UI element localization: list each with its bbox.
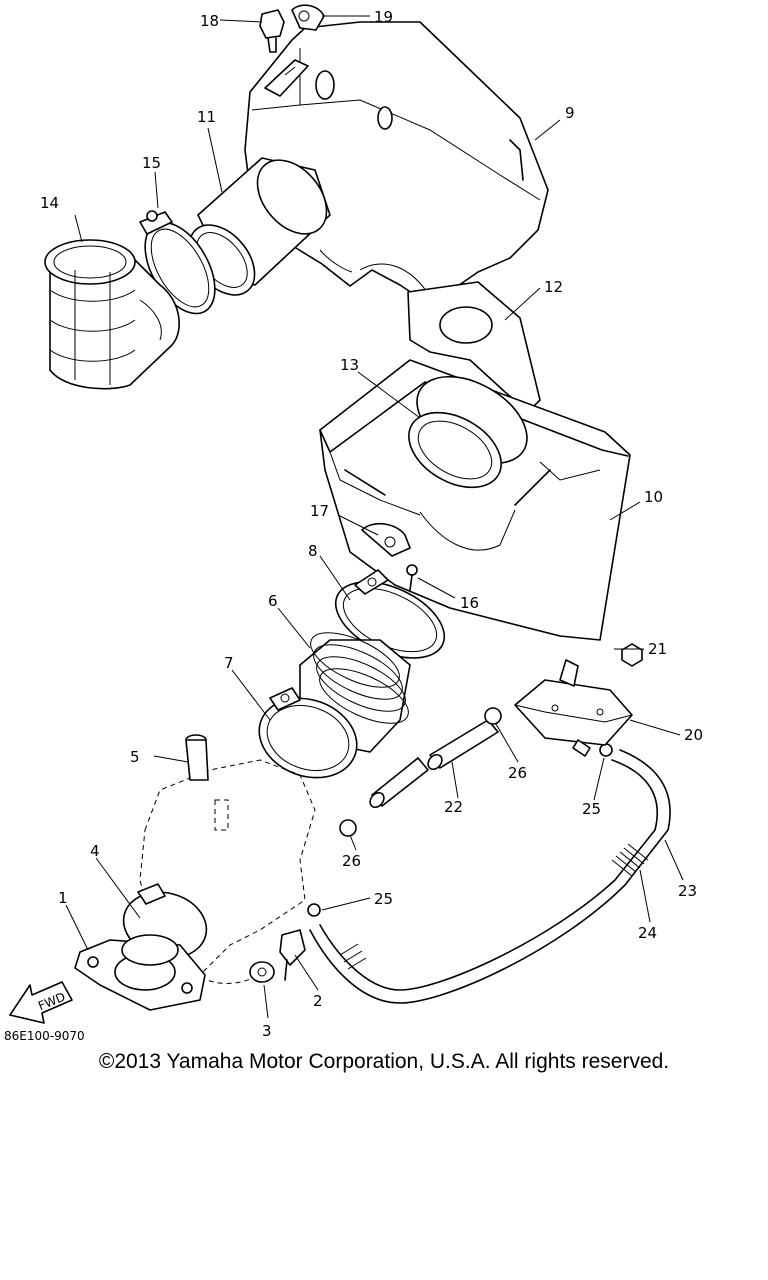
fuel-pump-part-20 xyxy=(514,659,633,757)
rubber-joint-part-13 xyxy=(408,375,528,489)
label-14: 14 xyxy=(40,194,59,212)
label-17: 17 xyxy=(310,502,329,520)
hose-clip-part-25-lower xyxy=(307,903,321,917)
air-snorkel-part-14 xyxy=(44,239,180,390)
label-4: 4 xyxy=(90,842,100,860)
label-16: 16 xyxy=(460,594,479,612)
label-8: 8 xyxy=(308,542,318,560)
label-1: 1 xyxy=(58,889,68,907)
label-3: 3 xyxy=(262,1022,272,1040)
label-7: 7 xyxy=(224,654,234,672)
label-23: 23 xyxy=(678,882,697,900)
forward-direction-arrow: FWD xyxy=(9,981,73,1024)
label-26-lower: 26 xyxy=(342,852,361,870)
fitting-part-5 xyxy=(185,734,209,781)
leader-lines xyxy=(65,15,684,1019)
hose-clip-part-26-lower xyxy=(339,819,357,837)
label-19: 19 xyxy=(374,8,393,26)
label-15: 15 xyxy=(142,154,161,172)
washer-part-3 xyxy=(249,961,275,983)
label-18: 18 xyxy=(200,12,219,30)
hose-clip-part-19 xyxy=(291,4,325,31)
air-box-cover-part-9 xyxy=(244,21,549,306)
label-11: 11 xyxy=(197,108,216,126)
hose-clip-part-25-upper xyxy=(599,743,613,757)
clamp-part-8 xyxy=(334,569,446,659)
bolt-part-18 xyxy=(259,9,285,53)
label-20: 20 xyxy=(684,726,703,744)
nut-part-21 xyxy=(621,643,643,667)
part-number-labels: 18 19 9 11 15 14 12 13 10 17 16 8 6 7 5 … xyxy=(40,8,703,1040)
label-26-upper: 26 xyxy=(508,764,527,782)
label-10: 10 xyxy=(644,488,663,506)
hose-clip-part-26-upper xyxy=(484,707,502,725)
copyright-notice: ©2013 Yamaha Motor Corporation, U.S.A. A… xyxy=(98,1050,670,1073)
clip-part-17 xyxy=(361,522,411,557)
screw-part-16 xyxy=(406,564,418,591)
label-9: 9 xyxy=(565,104,575,122)
bolt-part-2 xyxy=(279,929,306,981)
label-6: 6 xyxy=(268,592,278,610)
air-box-case-part-10 xyxy=(319,359,631,641)
drawing-code: 86E100-9070 xyxy=(4,1029,85,1043)
clamp-part-7 xyxy=(258,687,358,779)
fuel-hose-part-23 xyxy=(309,749,671,1004)
label-21: 21 xyxy=(648,640,667,658)
label-25-lower: 25 xyxy=(374,890,393,908)
label-13: 13 xyxy=(340,356,359,374)
label-2: 2 xyxy=(313,992,323,1010)
flange-part-1 xyxy=(74,934,206,1011)
fuel-hose-part-22 xyxy=(369,719,499,809)
exploded-parts-diagram: FWD 18 19 9 11 15 xyxy=(4,4,703,1043)
label-12: 12 xyxy=(544,278,563,296)
label-25-upper: 25 xyxy=(582,800,601,818)
spring-guard-part-24 xyxy=(339,843,649,970)
label-24: 24 xyxy=(638,924,657,942)
label-5: 5 xyxy=(130,748,140,766)
label-22: 22 xyxy=(444,798,463,816)
